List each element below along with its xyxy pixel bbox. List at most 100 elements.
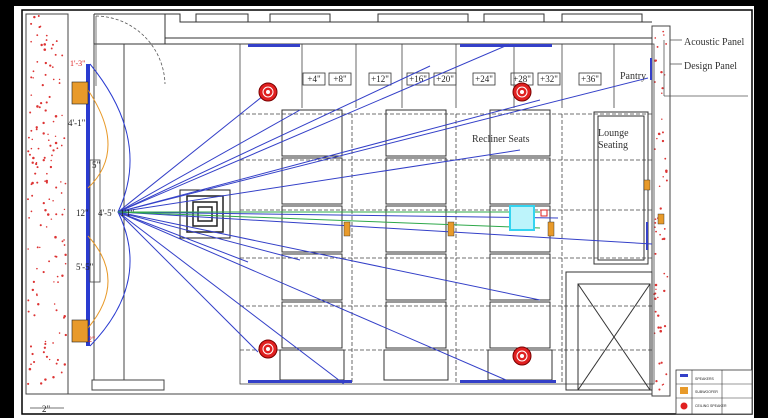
riser-label: +16" [409,74,427,84]
wall-hatch-dot [45,355,49,358]
right-wall [651,25,671,397]
wall-hatch-dot [36,34,39,37]
recliner-seat [281,301,343,349]
wall-hatch-dot [661,87,664,90]
wall-hatch-dot [27,198,29,201]
wall-hatch-dot [48,358,51,361]
wall-hatch-dot [61,213,64,216]
wall-hatch-dot [655,288,657,291]
wall-hatch-dot [661,131,664,134]
wall-hatch-dot [58,332,61,334]
label-pantry: Pantry [620,71,646,82]
sightline [117,91,269,213]
wall-hatch-dot [63,137,66,140]
leader-lines [663,39,748,97]
wall-hatch-dot [49,144,52,147]
wall-hatch-dot [654,226,656,228]
label-design-panel: Design Panel [684,61,737,72]
wall-hatch-dot [53,281,55,283]
ceiling-speaker [258,339,278,359]
sightlines [117,43,653,385]
wall-hatch-dot [664,157,667,160]
recliner-seat [489,157,551,205]
wall-hatch-dot [29,111,32,114]
wall-hatch-dot [665,373,668,376]
wall-hatch-dot [64,182,67,185]
wall-hatch-dot [60,192,63,194]
wall-hatch-dot [31,288,35,292]
wall-hatch-dot [44,73,47,76]
wall-hatch-dot [27,310,30,313]
wall-hatch-dot [42,201,45,205]
wall-hatch-dot [48,95,51,99]
wall-hatch-dot [47,133,49,136]
wall-hatch-dot [663,34,665,36]
label-acoustic-panel: Acoustic Panel [684,37,744,48]
riser-label: +12" [371,74,389,84]
wall-hatch-dot [662,30,665,33]
wall-hatch-dot [44,342,47,346]
dim-5: 4'-5" [98,208,116,218]
wall-hatch-dot [654,218,657,221]
wall-hatch-dot [29,345,33,348]
wall-hatch-dot [658,388,661,391]
riser-label: +4" [307,74,321,84]
wall-hatch-dot [54,235,57,239]
wall-hatch-dot [659,233,661,236]
legend-ceiling-icon [680,402,688,410]
wall-hatch-dot [55,362,58,365]
screen-wall [86,64,101,346]
wall-hatch-dot [654,252,657,255]
sightline [117,99,541,213]
recliner-seat [489,253,551,301]
wall-hatch-dot [27,299,30,302]
recliner-seat [385,253,447,301]
wall-hatch-dot [64,253,67,257]
riser-label-box [537,72,561,86]
wall-hatch-dot [54,53,57,56]
wall-hatch-dot [32,360,36,364]
wall-hatch-dot [36,246,39,249]
wall-hatch-dot [39,382,43,385]
wall-hatch-dot [661,118,663,120]
sightline [117,211,259,353]
wall-hatch-dot [61,274,64,277]
wall-hatch-dot [45,181,48,184]
subwoofer-right [71,319,89,343]
wall-hatch-dot [30,363,32,366]
wall-hatch-dot [58,82,61,84]
sightline [117,211,301,261]
wall-hatch-dot [32,280,35,283]
wall-hatch-dot [42,270,45,274]
wall-hatch-dot [56,358,59,361]
wall-hatch-dot [48,198,51,201]
wall-hatch-dot [654,297,657,300]
wall-hatch-dot [657,326,660,329]
wall-hatch-dot [43,43,47,46]
wall-hatch-dot [36,60,39,63]
wall-hatch-dot [44,61,48,65]
wall-hatch-dot [47,139,50,142]
label-seating: Seating [598,140,628,151]
recliner-seats [279,109,553,381]
dim-9: 2" [42,404,51,414]
wall-hatch-dot [52,149,55,152]
wall-hatch-dot [30,94,33,96]
wall-hatch-dot [659,329,663,333]
wall-hatch-dot [51,66,54,68]
sightline [117,211,345,385]
wall-hatch-dot [45,39,48,42]
wall-hatch-dot [28,136,30,139]
wall-hatch-dot [35,126,38,129]
wall-hatch-dot [31,194,34,197]
wall-hatch-dot [39,224,42,227]
riser-label: +36" [581,74,599,84]
wall-hatch-dot [31,138,34,141]
sightline [117,109,301,213]
wall-hatch-dot [657,296,659,299]
wall-hatch-dot [36,267,38,270]
wall-hatch-dot [64,262,67,265]
wall-hatch-dot [61,240,64,243]
wall-hatch-dot [31,161,34,164]
